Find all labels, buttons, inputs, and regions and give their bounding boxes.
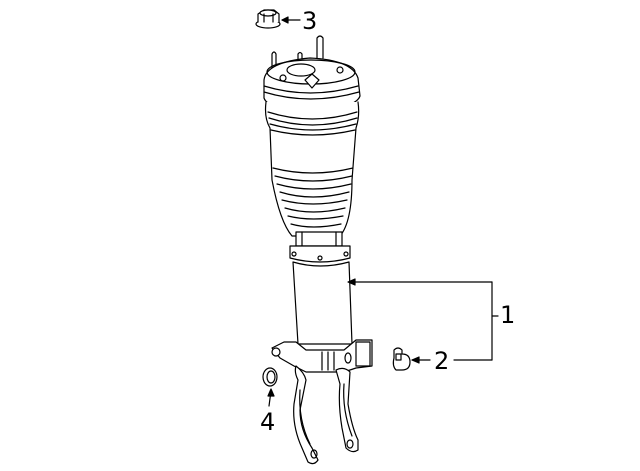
damper-tube xyxy=(292,261,353,345)
callout-1: 1 xyxy=(500,301,516,329)
fitting-part-2 xyxy=(392,347,411,371)
fork-leg-left xyxy=(293,365,319,465)
washer-part-4 xyxy=(262,367,278,387)
callout-4: 4 xyxy=(260,408,276,436)
callout-2: 2 xyxy=(434,347,450,375)
arrow-1 xyxy=(347,278,356,286)
top-mount xyxy=(263,57,361,113)
arrow-3 xyxy=(281,16,289,24)
collar xyxy=(289,231,351,263)
fork-leg-right xyxy=(335,367,359,453)
arrow-2 xyxy=(411,356,420,364)
nut-part-3 xyxy=(255,9,281,29)
callout-3: 3 xyxy=(302,7,318,35)
arrow-4 xyxy=(267,388,275,397)
mounting-bracket xyxy=(271,339,373,373)
air-spring xyxy=(264,101,360,237)
